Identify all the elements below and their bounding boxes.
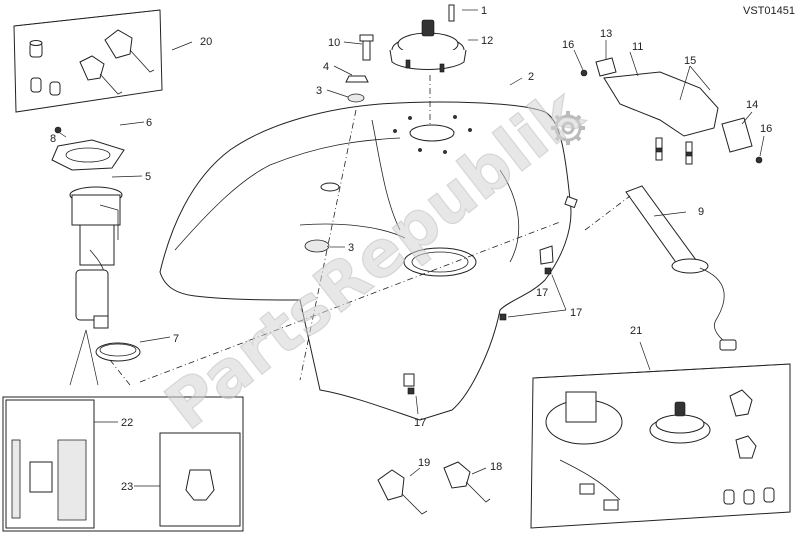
callout-17a: 17 <box>570 307 582 319</box>
callout-18: 18 <box>490 461 502 473</box>
callout-3b: 3 <box>348 242 354 254</box>
callout-19: 19 <box>418 457 430 469</box>
fuel-pump-assembly <box>51 126 141 362</box>
callout-2: 2 <box>528 71 534 83</box>
callout-10: 10 <box>328 37 340 49</box>
drawing-code: VST01451 <box>743 5 795 17</box>
callout-16a: 16 <box>562 39 574 51</box>
callout-13: 13 <box>600 28 612 40</box>
callout-9: 9 <box>698 206 704 218</box>
detail-box <box>2 396 244 532</box>
callout-4: 4 <box>323 61 329 73</box>
callout-14: 14 <box>746 99 758 111</box>
leader-lines <box>59 9 765 487</box>
callout-labels: 1 2 3 3 4 5 6 7 8 9 10 11 12 13 14 15 16… <box>50 5 772 493</box>
callout-16b: 16 <box>760 123 772 135</box>
callout-22: 22 <box>121 417 133 429</box>
callout-12: 12 <box>481 35 493 47</box>
callout-15: 15 <box>684 55 696 67</box>
filler-cap-12 <box>389 4 467 73</box>
bolt-stack-3-4-10 <box>345 34 374 103</box>
ignition-bracket-11 <box>580 57 763 165</box>
callout-1: 1 <box>481 5 487 17</box>
lock-set-panel-21 <box>530 363 791 529</box>
callout-7: 7 <box>173 333 179 345</box>
callout-17b: 17 <box>414 417 426 429</box>
fuel-level-sensor-9 <box>625 185 737 351</box>
callout-21: 21 <box>630 325 642 337</box>
callout-6: 6 <box>146 117 152 129</box>
callout-20: 20 <box>200 36 212 48</box>
keys-18-19 <box>377 461 491 515</box>
callout-23: 23 <box>121 481 133 493</box>
key-set-panel-20 <box>13 9 163 113</box>
assembly-axes <box>69 75 631 386</box>
callout-17c: 17 <box>536 287 548 299</box>
callout-5: 5 <box>145 171 151 183</box>
callout-3a: 3 <box>316 85 322 97</box>
fuel-tank <box>159 101 578 421</box>
callout-11: 11 <box>632 41 643 53</box>
gear-icon <box>551 111 585 145</box>
callout-8: 8 <box>50 133 56 145</box>
